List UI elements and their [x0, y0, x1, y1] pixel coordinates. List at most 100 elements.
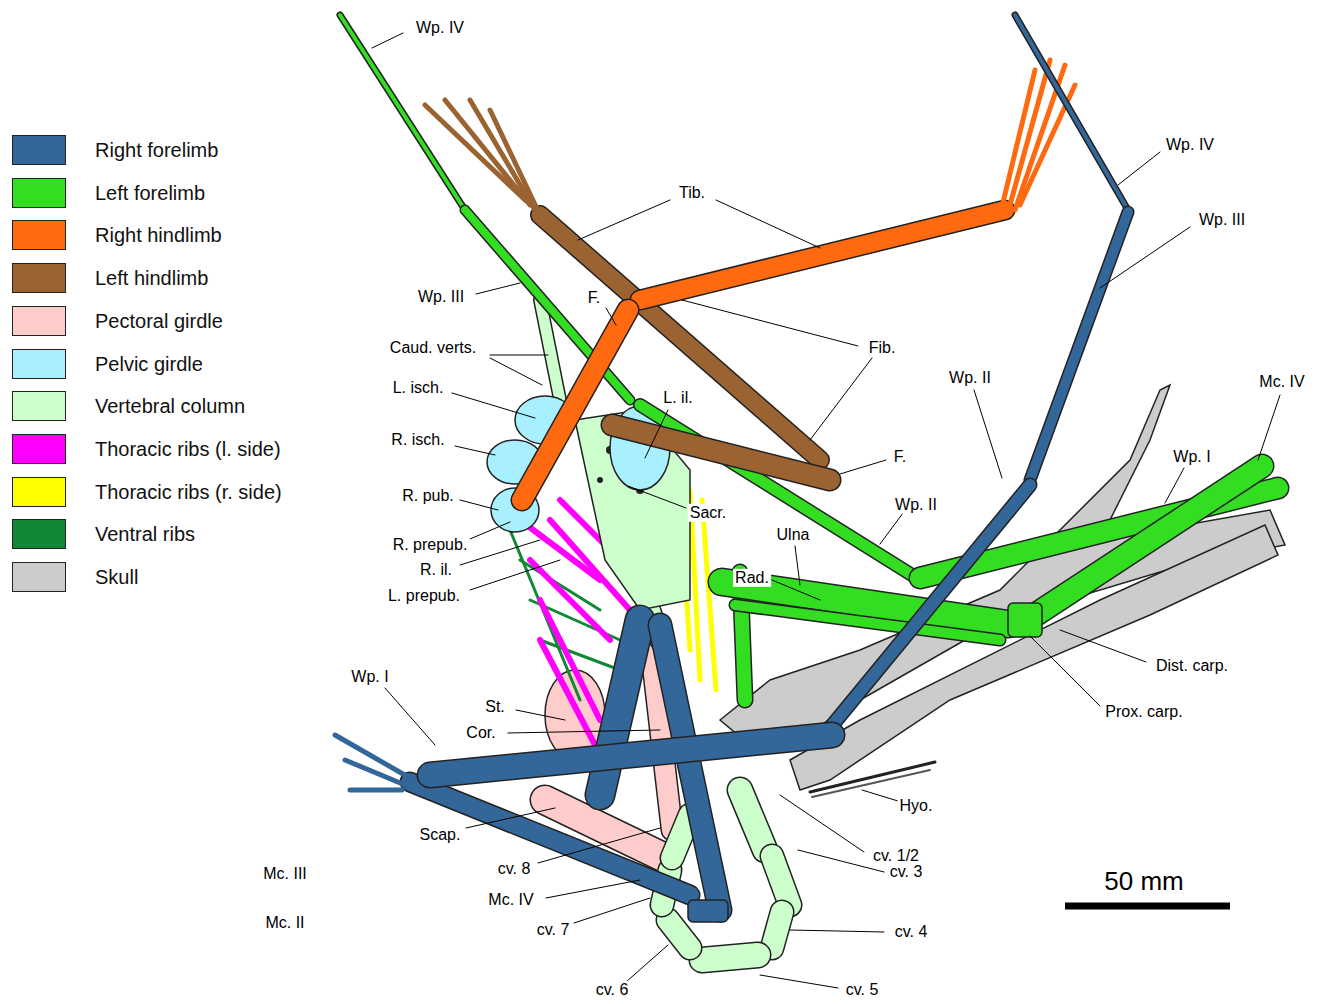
part-label: Wp. III [416, 288, 466, 306]
legend-text: Left hindlimb [95, 267, 208, 290]
left-hindlimb [425, 100, 540, 215]
legend-item: Vertebral column [10, 389, 370, 423]
leader-line [574, 898, 650, 923]
leader-line [546, 880, 640, 898]
scale-bar [1065, 906, 1230, 907]
part-label: cv. 8 [496, 860, 533, 878]
right-forelimb [830, 485, 1030, 728]
leader-line [1030, 636, 1100, 706]
legend-swatch [12, 306, 66, 336]
left-hindlimb [540, 215, 820, 460]
part-label: cv. 5 [844, 981, 881, 999]
part-label: R. il. [418, 561, 454, 579]
right-forelimb [660, 625, 720, 910]
leader-line [795, 546, 800, 585]
part-label: Hyo. [898, 797, 935, 815]
left-hindlimb [612, 425, 830, 480]
legend-item: Left hindlimb [10, 261, 370, 295]
leader-line [460, 540, 540, 565]
right-forelimb [660, 625, 720, 910]
part-label: Prox. carp. [1103, 703, 1184, 721]
legend-text: Ventral ribs [95, 523, 195, 546]
part-label: Mc. IV [1257, 373, 1306, 391]
part-label: Wp. II [893, 496, 939, 514]
right-forelimb [410, 782, 690, 895]
leader-line [460, 500, 498, 510]
part-label: Mc. II [263, 914, 306, 932]
part-label: Wp. II [947, 369, 993, 387]
right-forelimb [1030, 212, 1128, 480]
legend-item: Right forelimb [10, 133, 370, 167]
vertebral-column [672, 815, 690, 858]
legend-text: Vertebral column [95, 395, 245, 418]
thoracic-ribs-left [540, 640, 595, 745]
legend-text: Thoracic ribs (r. side) [95, 480, 282, 503]
part-label: Wp. IV [414, 19, 466, 37]
left-forelimb [1008, 603, 1042, 637]
legend-item: Pectoral girdle [10, 304, 370, 338]
part-label: Cor. [464, 724, 497, 742]
part-label: L. il. [661, 389, 694, 407]
leader-line [880, 513, 903, 544]
legend-swatch [12, 178, 66, 208]
leader-line [840, 460, 886, 474]
part-label: Wp. III [1197, 211, 1247, 229]
left-forelimb [340, 15, 1278, 700]
part-label: cv. 6 [594, 981, 631, 999]
vertebral-column [772, 912, 782, 948]
legend-text: Pectoral girdle [95, 309, 223, 332]
leader-line [452, 393, 535, 418]
leader-line [455, 446, 495, 455]
left-forelimb [735, 605, 1000, 640]
scale-bar [1065, 903, 1230, 910]
vertebral-column [772, 856, 790, 905]
legend-text: Right hindlimb [95, 224, 222, 247]
right-forelimb [335, 15, 1128, 922]
legend-text: Pelvic girdle [95, 352, 203, 375]
leader-line [790, 930, 884, 932]
right-forelimb [1015, 15, 1128, 210]
vertebral-column [740, 790, 765, 850]
part-label: Wp. I [1171, 448, 1212, 466]
leader-line [508, 730, 660, 733]
legend-item: Skull [10, 560, 370, 594]
right-forelimb [1015, 15, 1128, 210]
part-label: cv. 4 [893, 923, 930, 941]
right-forelimb [345, 760, 405, 785]
right-hindlimb [640, 210, 1005, 300]
vertebral-column [668, 920, 690, 948]
part-label: Mc. III [261, 865, 309, 883]
legend-text: Right forelimb [95, 139, 218, 162]
right-forelimb [688, 900, 728, 922]
right-forelimb [350, 788, 402, 793]
vertebral-column [702, 955, 758, 960]
leader-line [974, 390, 1002, 478]
leader-line [1060, 630, 1146, 662]
legend-swatch [12, 220, 66, 250]
leader-line [372, 33, 1280, 988]
part-label: cv. 7 [535, 921, 572, 939]
leader-line [1118, 152, 1160, 185]
left-forelimb [1035, 466, 1262, 615]
part-label: Scap. [418, 826, 463, 844]
legend-swatch [12, 434, 66, 464]
part-label: Tib. [677, 184, 707, 202]
right-forelimb [830, 485, 1030, 728]
legend-item: Left forelimb [10, 176, 370, 210]
left-hindlimb [612, 425, 830, 480]
leader-line [385, 688, 435, 745]
leader-line [1258, 395, 1280, 460]
left-hindlimb [425, 105, 525, 200]
legend-item: Thoracic ribs (l. side) [10, 432, 370, 466]
scale-label: 50 mm [1102, 867, 1185, 897]
part-label: F. [892, 448, 908, 466]
right-hindlimb [1000, 60, 1075, 215]
part-label: Fib. [867, 339, 898, 357]
part-label: F. [586, 289, 602, 307]
legend-item: Right hindlimb [10, 218, 370, 252]
part-label: Dist. carp. [1154, 657, 1230, 675]
vertebral-column [772, 856, 790, 905]
part-label: cv. 3 [888, 863, 925, 881]
legend-item: Thoracic ribs (r. side) [10, 475, 370, 509]
leader-line [476, 283, 520, 294]
